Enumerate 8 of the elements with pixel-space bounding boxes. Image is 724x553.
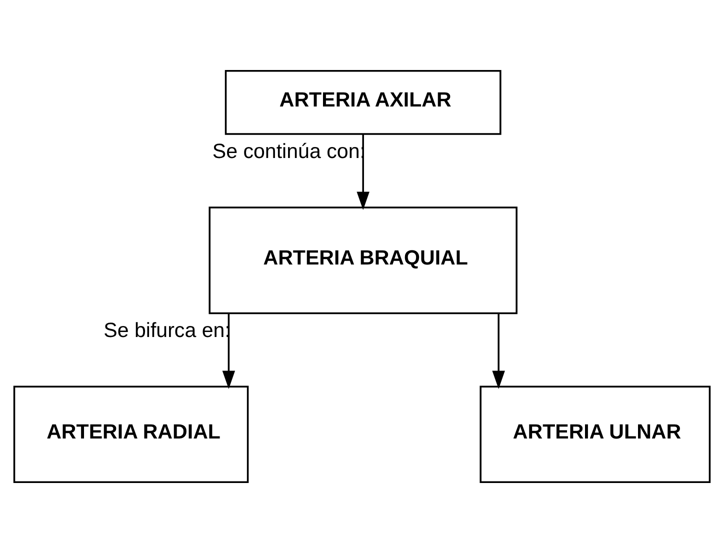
node-box: ARTERIA RADIAL [13, 386, 249, 483]
edge-label: Se bifurca en: [104, 318, 230, 342]
arrow [356, 134, 370, 210]
arrow [222, 314, 236, 389]
node-box: ARTERIA BRAQUIAL [208, 206, 518, 314]
node-box: ARTERIA ULNAR [480, 386, 711, 483]
arrow [492, 314, 505, 389]
node-box: ARTERIA AXILAR [224, 70, 502, 135]
